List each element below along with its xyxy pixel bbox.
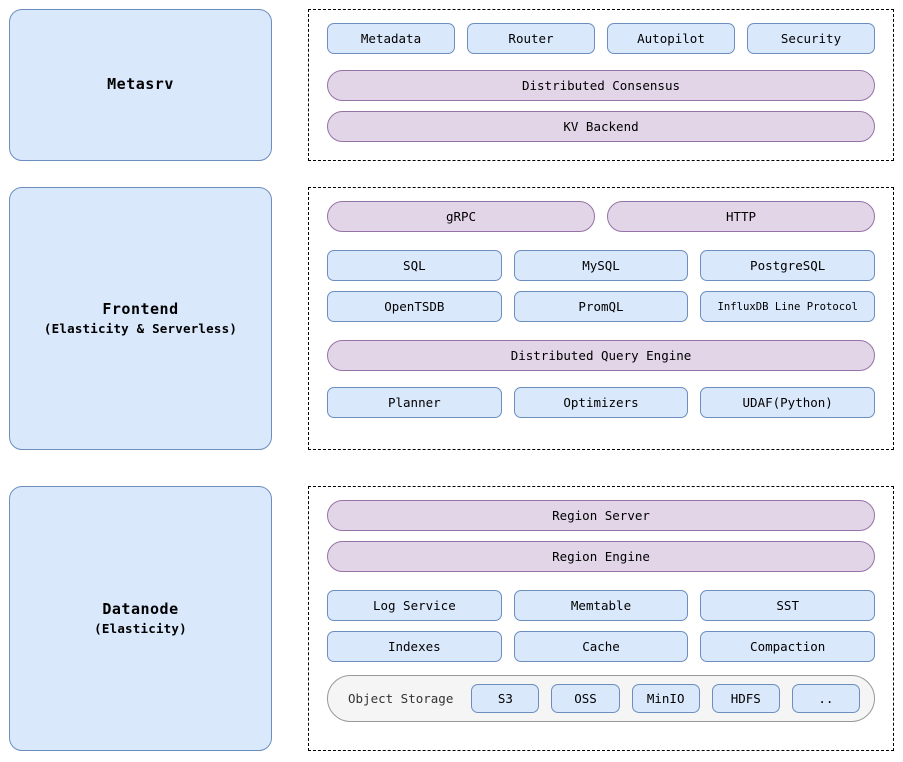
frontend-interfaces-row-2: OpenTSDB PromQL InfluxDB Line Protocol: [327, 291, 876, 322]
frontend-engine-parts-row: Planner Optimizers UDAF(Python): [327, 387, 876, 418]
node-more-backends[interactable]: ..: [791, 684, 860, 713]
node-security[interactable]: Security: [747, 23, 875, 54]
node-distributed-consensus[interactable]: Distributed Consensus: [327, 70, 875, 101]
node-compaction[interactable]: Compaction: [700, 631, 876, 662]
node-router[interactable]: Router: [467, 23, 595, 54]
node-sql[interactable]: SQL: [327, 250, 502, 281]
node-optimizers[interactable]: Optimizers: [513, 387, 689, 418]
node-metadata[interactable]: Metadata: [327, 23, 455, 54]
node-sst[interactable]: SST: [700, 590, 876, 621]
component-title: Metasrv: [107, 75, 174, 94]
datanode-modules-row-2: Indexes Cache Compaction: [327, 631, 876, 662]
datanode-region-server-row: Region Server: [327, 500, 875, 531]
node-oss[interactable]: OSS: [551, 684, 620, 713]
frontend-protocols-row: gRPC HTTP: [327, 201, 875, 232]
group-frontend: gRPC HTTP SQL MySQL PostgreSQL OpenTSDB …: [308, 187, 894, 450]
node-region-engine[interactable]: Region Engine: [327, 541, 875, 572]
component-subtitle: (Elasticity): [94, 621, 187, 637]
component-subtitle: (Elasticity & Serverless): [43, 321, 238, 337]
component-card-datanode: Datanode (Elasticity): [9, 486, 272, 751]
node-minio[interactable]: MinIO: [631, 684, 700, 713]
node-autopilot[interactable]: Autopilot: [607, 23, 735, 54]
node-indexes[interactable]: Indexes: [327, 631, 502, 662]
node-s3[interactable]: S3: [471, 684, 540, 713]
metasrv-services-row: Metadata Router Autopilot Security: [327, 23, 875, 54]
datanode-region-engine-row: Region Engine: [327, 541, 875, 572]
node-grpc[interactable]: gRPC: [327, 201, 595, 232]
object-storage-container: Object Storage S3 OSS MinIO HDFS ..: [327, 675, 875, 722]
component-card-metasrv: Metasrv: [9, 9, 272, 161]
node-postgresql[interactable]: PostgreSQL: [700, 250, 876, 281]
object-storage-label: Object Storage: [348, 691, 454, 706]
datanode-modules-row-1: Log Service Memtable SST: [327, 590, 876, 621]
node-influxdb-line-protocol[interactable]: InfluxDB Line Protocol: [700, 291, 876, 322]
node-opentsdb[interactable]: OpenTSDB: [327, 291, 502, 322]
node-kv-backend[interactable]: KV Backend: [327, 111, 875, 142]
datanode-object-storage-row: Object Storage S3 OSS MinIO HDFS ..: [327, 675, 875, 722]
metasrv-consensus-row: Distributed Consensus: [327, 70, 875, 101]
node-log-service[interactable]: Log Service: [327, 590, 502, 621]
node-planner[interactable]: Planner: [327, 387, 502, 418]
component-title: Frontend: [102, 299, 179, 318]
node-cache[interactable]: Cache: [513, 631, 689, 662]
node-hdfs[interactable]: HDFS: [711, 684, 780, 713]
frontend-interfaces-row-1: SQL MySQL PostgreSQL: [327, 250, 876, 281]
node-distributed-query-engine[interactable]: Distributed Query Engine: [327, 340, 875, 371]
node-memtable[interactable]: Memtable: [513, 590, 689, 621]
group-datanode: Region Server Region Engine Log Service …: [308, 486, 894, 751]
node-http[interactable]: HTTP: [607, 201, 875, 232]
component-card-frontend: Frontend (Elasticity & Serverless): [9, 187, 272, 450]
component-title: Datanode: [102, 599, 179, 618]
node-mysql[interactable]: MySQL: [513, 250, 689, 281]
group-metasrv: Metadata Router Autopilot Security Distr…: [308, 9, 894, 161]
metasrv-kv-row: KV Backend: [327, 111, 875, 142]
frontend-query-engine-row: Distributed Query Engine: [327, 340, 875, 371]
node-promql[interactable]: PromQL: [513, 291, 689, 322]
node-udaf-python[interactable]: UDAF(Python): [700, 387, 876, 418]
node-region-server[interactable]: Region Server: [327, 500, 875, 531]
object-storage-backends: S3 OSS MinIO HDFS ..: [471, 684, 860, 713]
